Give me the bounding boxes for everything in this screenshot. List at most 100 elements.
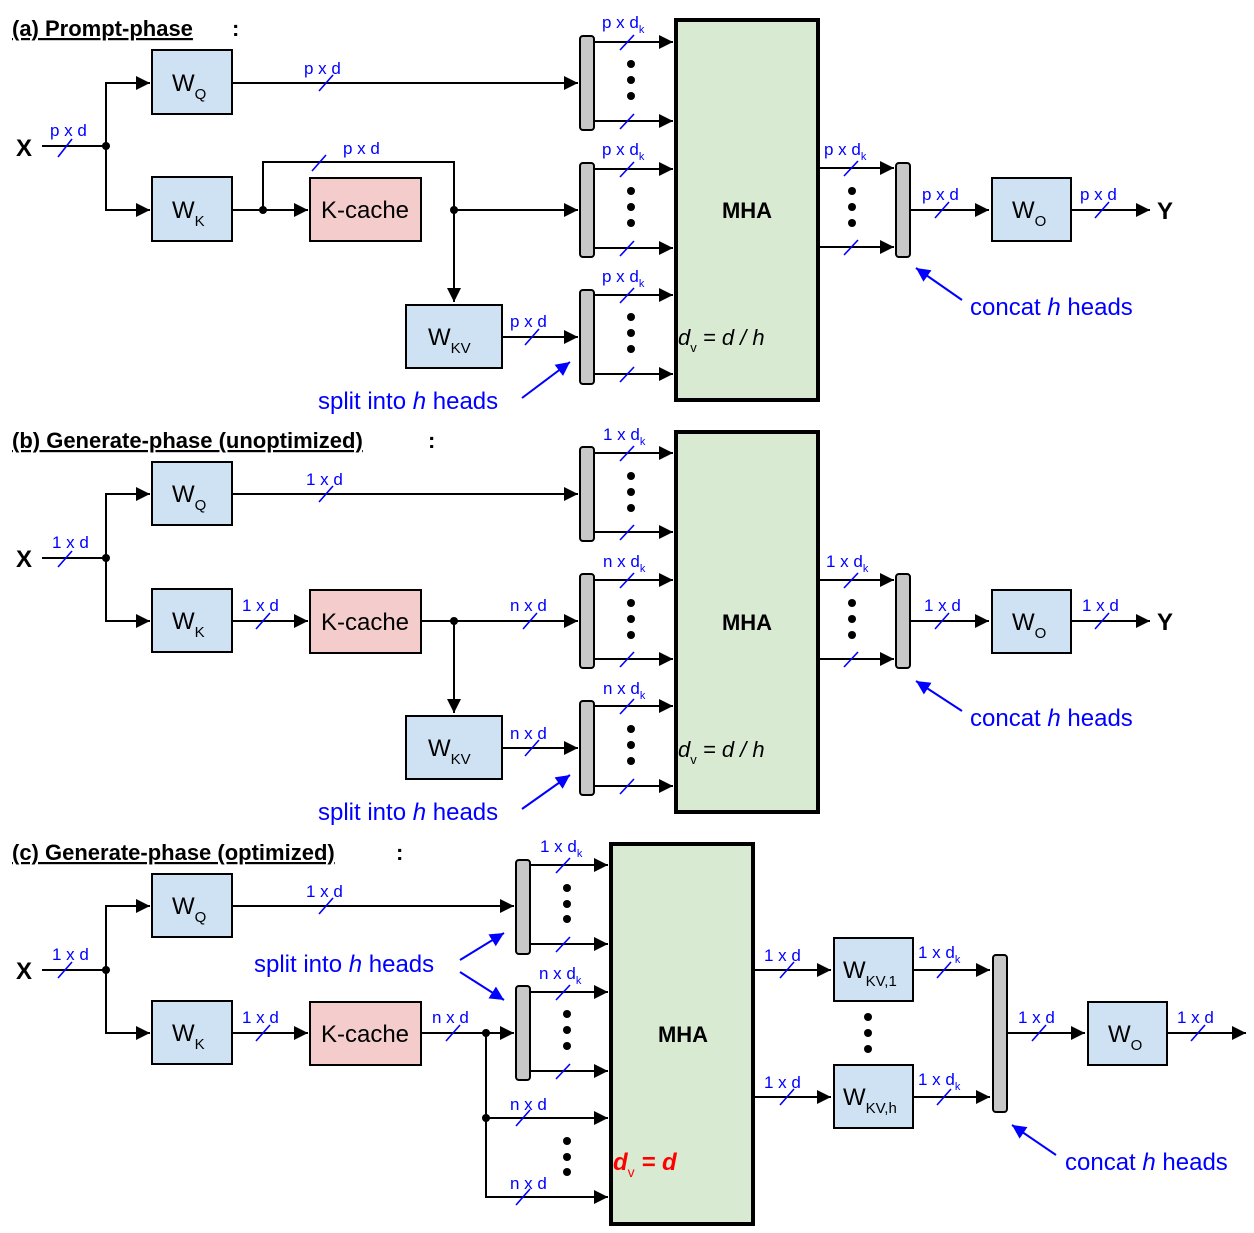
output-y: Y bbox=[1157, 198, 1173, 225]
wk-label: WK bbox=[172, 608, 205, 641]
concat-note: concat h heads bbox=[970, 705, 1133, 732]
dim-label: p x dk bbox=[602, 140, 645, 163]
bus-slash bbox=[524, 328, 540, 346]
dim-label: 1 x d bbox=[924, 596, 961, 615]
concat-note: concat h heads bbox=[1065, 1149, 1228, 1176]
dim-label: n x d bbox=[432, 1008, 469, 1027]
wq-box bbox=[151, 461, 233, 526]
bus-slash bbox=[779, 1088, 795, 1106]
bus-slash bbox=[311, 154, 327, 172]
wire-bypass bbox=[262, 161, 461, 302]
bus-slash bbox=[524, 739, 540, 757]
section-c-title: (c) Generate-phase (optimized) bbox=[12, 840, 335, 865]
wire-to-wk bbox=[105, 146, 150, 217]
bus-slash bbox=[934, 612, 950, 630]
dim-label: p x d bbox=[50, 121, 87, 140]
bus-slash bbox=[57, 961, 73, 979]
mha-output-wires bbox=[818, 160, 894, 256]
bus-slash bbox=[515, 1109, 531, 1127]
input-x: X bbox=[16, 135, 32, 162]
split-bar-v bbox=[579, 289, 595, 385]
dim-label: 1 x d bbox=[52, 533, 89, 552]
split-bar-q bbox=[579, 35, 595, 131]
title-colon: : bbox=[428, 428, 435, 453]
dim-label: n x d bbox=[510, 724, 547, 743]
split-bar-k bbox=[579, 573, 595, 669]
wkv1-box bbox=[833, 937, 914, 1002]
dim-label: 1 x d bbox=[306, 470, 343, 489]
head-wires-v bbox=[594, 287, 673, 383]
bus-slash bbox=[936, 1088, 952, 1106]
dim-label: 1 x d bbox=[1177, 1008, 1214, 1027]
output-y: Y bbox=[1157, 609, 1173, 636]
dim-label: 1 x d bbox=[764, 946, 801, 965]
dim-label: n x d bbox=[510, 596, 547, 615]
split-note: split into h heads bbox=[318, 388, 498, 415]
input-x: X bbox=[16, 958, 32, 985]
dim-label: p x d bbox=[304, 59, 341, 78]
wire-to-wq bbox=[105, 899, 150, 970]
bus-slash bbox=[318, 74, 334, 92]
dim-label: n x dk bbox=[603, 552, 646, 575]
bus-slash bbox=[515, 1188, 531, 1206]
dim-label: n x dk bbox=[603, 679, 646, 702]
wkv-label: WKV bbox=[428, 324, 471, 357]
title-colon: : bbox=[232, 16, 239, 41]
dim-label: n x dk bbox=[539, 964, 582, 987]
section-a-title: (a) Prompt-phase bbox=[12, 16, 193, 41]
dim-label: 1 x d bbox=[52, 945, 89, 964]
dim-label: 1 x d bbox=[764, 1073, 801, 1092]
split-bar-k bbox=[515, 985, 531, 1081]
dim-label: p x d bbox=[343, 139, 380, 158]
mha-label: MHA bbox=[722, 610, 772, 635]
kcache-box bbox=[309, 1001, 422, 1066]
bus-slash bbox=[936, 961, 952, 979]
kcache-label: K-cache bbox=[321, 609, 409, 636]
split-bar-k bbox=[579, 162, 595, 258]
kcache-label: K-cache bbox=[321, 197, 409, 224]
kcache-box bbox=[309, 589, 422, 654]
concat-arrow bbox=[915, 267, 963, 301]
dim-label: p x d bbox=[510, 312, 547, 331]
section-b-title: (b) Generate-phase (unoptimized) bbox=[12, 428, 363, 453]
split-arrow bbox=[521, 774, 571, 810]
wire-v-last bbox=[485, 1033, 608, 1204]
dv-label: dv = d / h bbox=[678, 325, 765, 355]
wire-to-wq bbox=[105, 487, 150, 558]
head-wires-q bbox=[594, 445, 673, 541]
head-wires-k bbox=[594, 572, 673, 668]
mha-output-wires bbox=[818, 572, 894, 668]
wo-box bbox=[991, 589, 1072, 654]
bus-slash bbox=[255, 1024, 271, 1042]
wo-label: WO bbox=[1108, 1021, 1142, 1054]
dim-label: 1 x d bbox=[242, 596, 279, 615]
split-arrow-q bbox=[459, 932, 505, 961]
dim-label: 1 x dk bbox=[603, 425, 646, 448]
section-a-prompt-phase: (a) Prompt-phase : X p x d WQ p x d WK p… bbox=[12, 13, 1173, 415]
dim-label: p x d bbox=[1080, 185, 1117, 204]
mha-box bbox=[674, 430, 820, 814]
split-bar-v bbox=[579, 700, 595, 796]
bus-slash bbox=[318, 485, 334, 503]
wkv-label: WKV bbox=[428, 735, 471, 768]
dim-label: 1 x d bbox=[242, 1008, 279, 1027]
kcache-box bbox=[309, 177, 422, 242]
head-wires-v bbox=[594, 698, 673, 795]
concat-arrow bbox=[915, 680, 963, 712]
ellipsis-dots bbox=[563, 1137, 571, 1176]
head-wires-k bbox=[594, 161, 673, 257]
input-x: X bbox=[16, 546, 32, 573]
section-b-generate-unoptimized: (b) Generate-phase (unoptimized) : X 1 x… bbox=[12, 425, 1173, 826]
wire-to-wq bbox=[105, 76, 150, 146]
wo-box bbox=[1087, 1001, 1168, 1066]
wkvh-box bbox=[833, 1064, 914, 1129]
bus-slash bbox=[1094, 612, 1110, 630]
head-wires-q bbox=[594, 34, 673, 130]
dim-label: 1 x dk bbox=[540, 837, 583, 860]
wkv1-label: WKV,1 bbox=[843, 957, 897, 990]
wk-label: WK bbox=[172, 197, 205, 230]
wq-label: WQ bbox=[172, 893, 206, 926]
split-arrow-k bbox=[459, 971, 505, 1001]
bus-slash bbox=[57, 138, 73, 158]
